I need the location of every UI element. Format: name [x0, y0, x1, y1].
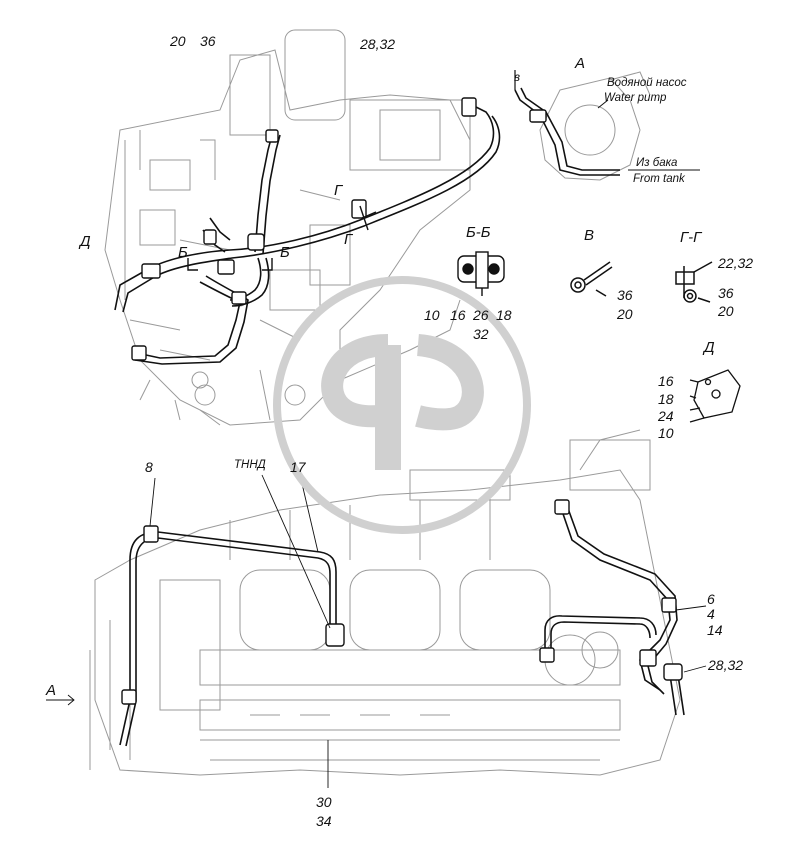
water-pump-ru: Водяной насос — [607, 77, 687, 89]
section-mark-b-right: Б — [280, 244, 290, 261]
section-mark-d: Д — [80, 233, 91, 250]
gg-callout-22-32: 22,32 — [718, 255, 754, 271]
water-pump-en: Water pump — [604, 92, 667, 104]
d-callout-10: 10 — [658, 425, 674, 441]
tank-ru: Из бака — [636, 157, 678, 169]
view-v-title: В — [584, 227, 595, 244]
top-engine-sketch — [104, 29, 471, 426]
section-bb-detail — [457, 251, 505, 296]
view-a-pipe — [514, 87, 620, 176]
bb-callout-10: 10 — [424, 307, 440, 323]
tank-en: From tank — [633, 173, 685, 185]
callout-17: 17 — [290, 459, 306, 475]
gg-callout-20: 20 — [718, 303, 734, 319]
bb-callout-18: 18 — [496, 307, 512, 323]
bb-callout-16: 16 — [450, 307, 466, 323]
company-logo-watermark — [273, 276, 531, 534]
callout-14: 14 — [707, 622, 723, 638]
callout-28-32-top: 28,32 — [360, 36, 396, 52]
v-callout-20: 20 — [617, 306, 633, 322]
callout-tnnd: ТННД — [234, 459, 266, 471]
section-gg-detail — [675, 261, 713, 303]
gg-callout-36: 36 — [718, 285, 734, 301]
callout-30: 30 — [316, 794, 332, 810]
section-mark-g-top: Г — [334, 182, 343, 199]
v-callout-36: 36 — [617, 287, 633, 303]
section-bb-title: Б-Б — [466, 224, 491, 241]
d-callout-16: 16 — [658, 373, 674, 389]
callout-6: 6 — [707, 591, 715, 607]
d-callout-24: 24 — [658, 408, 674, 424]
callout-34: 34 — [316, 813, 332, 829]
section-mark-b-left: Б — [178, 244, 188, 261]
bb-callout-32: 32 — [473, 326, 489, 342]
section-markers — [187, 205, 377, 271]
callout-28-32-side: 28,32 — [708, 657, 744, 673]
view-v-detail — [570, 261, 613, 297]
d-callout-18: 18 — [658, 391, 674, 407]
side-fittings — [121, 499, 683, 705]
side-engine-sketch — [89, 429, 681, 776]
callout-20-top: 20 — [170, 33, 186, 49]
view-d-title: Д — [704, 339, 715, 356]
view-a-arrow-mark: А — [46, 682, 57, 699]
view-a-fitting — [529, 109, 547, 123]
view-a-arrow-label: в — [514, 72, 521, 84]
bb-callout-26: 26 — [473, 307, 489, 323]
section-mark-g-bottom: Г — [344, 231, 353, 248]
view-a-title: А — [575, 55, 586, 72]
leader-lines — [46, 474, 707, 788]
callout-36-top: 36 — [200, 33, 216, 49]
view-a-sketch — [539, 71, 651, 181]
view-d-detail — [689, 369, 741, 423]
callout-8: 8 — [145, 459, 153, 475]
section-gg-title: Г-Г — [680, 229, 702, 246]
callout-4: 4 — [707, 606, 715, 622]
pump-leader — [597, 99, 609, 109]
